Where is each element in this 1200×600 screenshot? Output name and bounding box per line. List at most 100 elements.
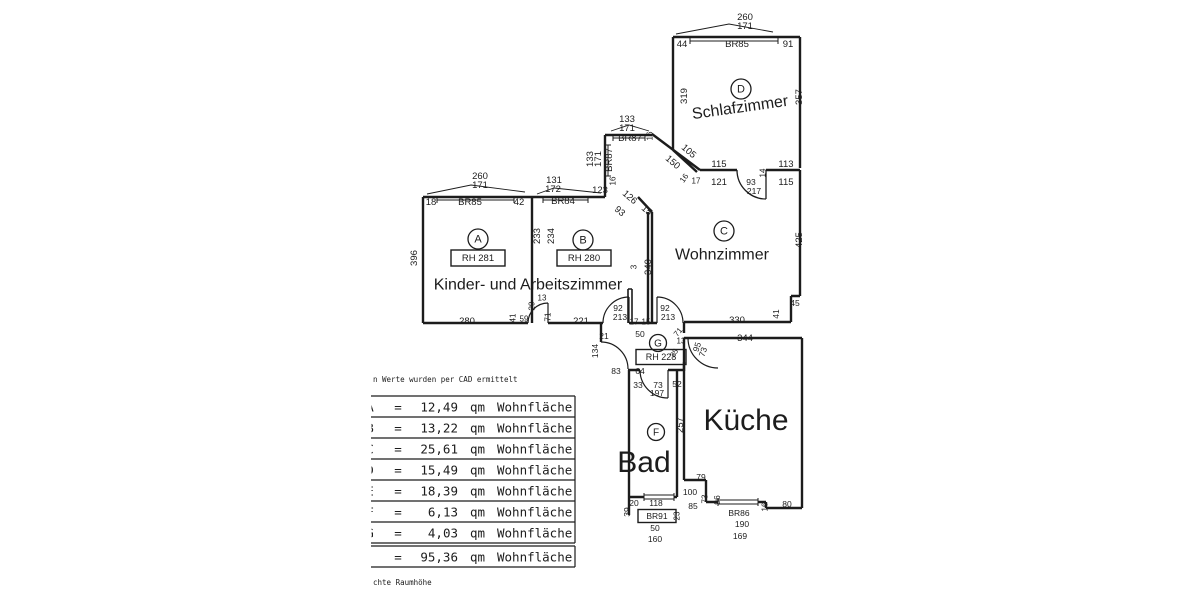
dim-label: 280 [459,316,475,327]
window-label: BR86 [728,508,750,518]
dim-label: 115 [778,177,793,188]
dim-label: 85 [688,501,698,511]
dim-label: 123 [592,185,608,196]
dim-label: 171 [619,123,635,134]
table-row-letter: F [366,505,374,520]
dim-label: 50 [635,329,645,339]
dim-label: 115 [711,159,726,170]
window-label: BR85 [725,39,749,50]
dim-label: 17 [692,177,701,186]
dim-label: 73 [701,494,710,503]
dim-label: 44 [677,39,688,50]
table-row-unit: qm [470,442,485,457]
dim-label: 340 [643,259,654,275]
table-total-row-equals: = [394,550,402,565]
window-label: BR84 [551,196,575,207]
dim-label: 16 [646,131,655,140]
table-row-equals: = [394,484,402,499]
dim-label: 357 [794,89,805,105]
room-height-b-box [556,249,612,267]
dim-label: 45 [790,298,800,308]
dim-label: 100 [683,487,697,497]
table-row-letter: E [366,484,374,499]
dim-label: 13 [538,294,547,303]
dim-label: 171 [593,151,604,167]
table-row-value: 15,49 [420,463,458,478]
table-row-label: Wohnfläche [497,400,572,415]
room-label-schlafzimmer: Schlafzimmer [691,93,790,123]
dim-label: 52 [672,379,682,389]
dim-label: 131 [546,175,562,186]
table-row-letter: B [366,421,374,436]
table-row-equals: = [394,526,402,541]
dim-label: 197 [650,388,664,398]
table-row-equals: = [394,505,402,520]
table-row-letter: D [366,463,374,478]
table-row-label: Wohnfläche [497,484,572,499]
dim-label: 171 [472,180,488,191]
dim-label: 93 [746,177,756,187]
dim-label: 134 [590,344,600,358]
dim-label: 79 [696,472,706,482]
dim-label: 21 [599,331,609,341]
room-marker-g-circle [648,333,668,353]
room-label-bad: Bad [617,446,670,479]
dim-label: 20 [629,498,639,508]
dim-label: 133 [585,151,596,167]
table-row-label: Wohnfläche [497,463,572,478]
dim-label: 42 [514,197,525,208]
room-height-a: RH 281 [462,253,494,264]
dim-label: 73 [653,380,663,390]
table-row-unit: qm [470,484,485,499]
table-row-label: Wohnfläche [497,505,572,520]
dim-label: 39 [622,507,632,517]
table-row-letter: A [366,400,374,415]
dim-label: 171 [737,21,753,32]
table-note-top: n Werte wurden per CAD ermittelt [373,375,518,384]
window-label: BR91 [646,511,668,521]
dim-label: 29 [528,301,537,310]
dim-label: 160 [648,534,662,544]
dim-label: 319 [679,88,690,104]
room-marker-c: C [720,226,728,238]
table-row-value: 18,39 [420,484,458,499]
room-height-g: RH 228 [646,352,677,362]
dim-label: 18 [426,197,437,208]
table-row-unit: qm [470,421,485,436]
table-grid [371,395,576,568]
room-marker-c-circle [713,220,735,242]
dim-label: 73 [697,346,710,358]
dim-label: 17 [630,318,639,327]
table-row-unit: qm [470,526,485,541]
dim-label: 126 [620,188,639,207]
dim-label: 64 [635,366,645,376]
room-label-wohnzimmer: Wohnzimmer [675,246,770,263]
dim-label: 15 [642,318,651,327]
table-row-equals: = [394,421,402,436]
dim-label: 260 [737,12,753,23]
dim-label: 16 [609,176,618,185]
dim-label: 25 [668,347,680,359]
table-row-equals: = [394,442,402,457]
table-note-bottom: chte Raumhöhe [373,578,432,587]
dim-label: 213 [661,312,675,322]
dim-label: 83 [611,366,621,376]
dim-label: 213 [613,312,627,322]
table-row-equals: = [394,400,402,415]
table-row-label: Wohnfläche [497,421,572,436]
room-marker-d: D [737,84,745,96]
dim-label: 13 [677,337,686,346]
table-row-letter: G [366,526,374,541]
dim-label: 260 [472,171,488,182]
dim-label: 190 [735,519,749,529]
window-label: BR85 [458,197,482,208]
window-label: BR87 [604,148,615,172]
room-height-g-box [635,348,687,366]
table-row-unit: qm [470,400,485,415]
room-label-kinder-und-arbeitszimmer: Kinder- und Arbeitszimmer [434,276,623,293]
window-label-box [637,508,677,524]
dim-label: 221 [573,316,589,327]
dim-label: 80 [782,499,792,509]
